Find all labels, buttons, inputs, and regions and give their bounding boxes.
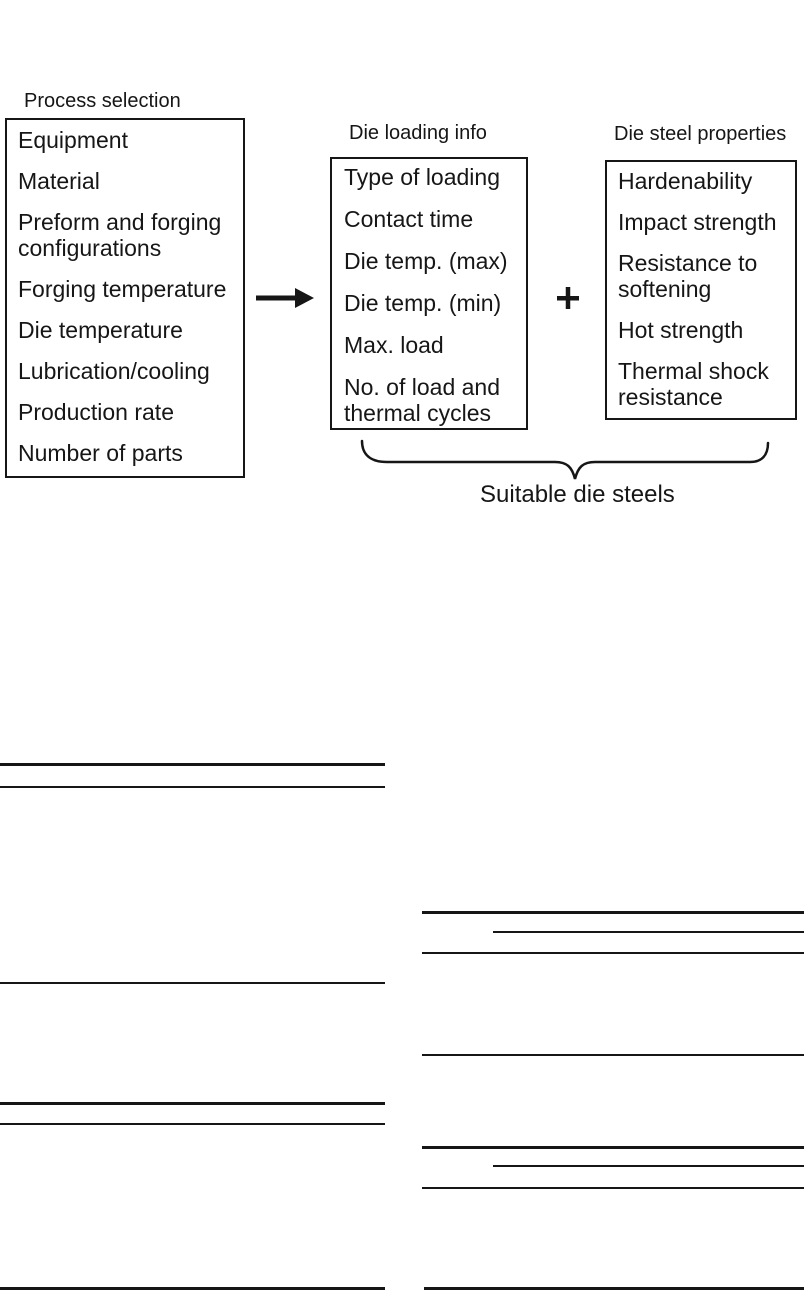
box-item: Material [18,168,100,194]
box-item: Resistance to softening [618,250,758,302]
arrow-shaft [256,295,297,301]
table-rule [493,1165,804,1167]
process-box-title: Process selection [24,90,181,112]
table-rule [0,1287,385,1290]
box-item: Type of loading [344,164,501,190]
table-rule [424,1287,804,1290]
table-rule [422,911,804,914]
box-item: Thermal shock resistance [618,358,769,410]
table-rule [422,1187,804,1189]
table-rule [0,763,385,766]
table-rule [422,1146,804,1149]
under-brace-icon [360,439,770,480]
box-item: Die temperature [18,317,183,343]
die-loading-info-box: Type of loading Contact time Die temp. (… [330,157,528,430]
box-item: Preform and forging configurations [18,209,222,261]
loading-box-title: Die loading info [349,122,487,144]
plus-icon [557,287,579,309]
box-item: Lubrication/cooling [18,358,210,384]
table-rule [0,786,385,788]
table-rule [0,1123,385,1125]
flow-arrow-icon [256,288,314,308]
properties-box-title: Die steel properties [614,123,787,145]
box-item: Die temp. (max) [344,248,508,274]
box-item: Number of parts [18,440,183,466]
box-item: Impact strength [618,209,777,235]
box-item: Equipment [18,127,128,153]
arrow-head [295,288,314,308]
plus-vertical-bar [565,287,571,309]
process-selection-box: Equipment Material Preform and forging c… [5,118,245,478]
table-rule [493,931,804,933]
box-item: Hardenability [618,168,753,194]
box-item: Die temp. (min) [344,290,502,316]
box-item: Hot strength [618,317,744,343]
box-item: Production rate [18,399,174,425]
box-item: Max. load [344,332,444,358]
box-item: Contact time [344,206,474,232]
table-rule [0,1102,385,1105]
box-item: No. of load and thermal cycles [344,374,501,426]
table-rule [422,1054,804,1056]
suitable-die-steels-label: Suitable die steels [480,481,675,508]
box-item: Forging temperature [18,276,227,302]
table-rule [0,982,385,984]
under-brace-path [360,439,770,480]
die-steel-properties-box: Hardenability Impact strength Resistance… [605,160,797,420]
table-rule [422,952,804,954]
